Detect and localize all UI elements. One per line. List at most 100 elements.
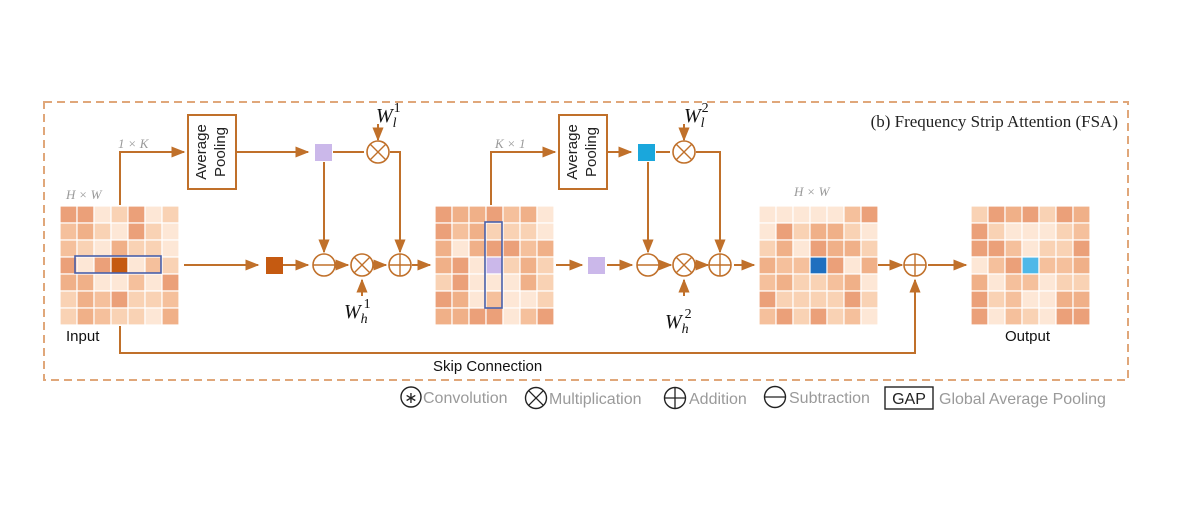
grid-cell [127, 290, 146, 309]
horizontal-strip-window [74, 255, 162, 274]
grid-cell [485, 307, 504, 326]
subtraction-icon [763, 385, 787, 409]
grid-cell [502, 256, 521, 275]
grid-cell [468, 273, 487, 292]
grid-cell [1072, 290, 1091, 309]
grid-cell [809, 273, 828, 292]
addition-op-1 [388, 253, 412, 277]
legend-subtraction: Subtraction [789, 390, 870, 407]
fsa-title: (b) Frequency Strip Attention (FSA) [871, 112, 1118, 131]
stage-1-flow [119, 124, 432, 296]
grid-cell [485, 205, 504, 224]
grid-cell [1072, 273, 1091, 292]
center-value-1 [266, 257, 283, 274]
grid-cell [1072, 307, 1091, 326]
grid-cell [76, 205, 95, 224]
grid-cell [502, 290, 521, 309]
grid-cell [93, 307, 112, 326]
grid-cell [843, 222, 862, 241]
grid-cell [758, 307, 777, 326]
grid-cell [144, 239, 163, 258]
grid-cell [758, 290, 777, 309]
grid-cell [519, 222, 538, 241]
weight-wl1: Wl1 [376, 101, 401, 131]
grid-cell [1038, 290, 1057, 309]
fsa-frame [43, 101, 1129, 381]
grid-cell [1021, 256, 1040, 275]
grid-cell [1055, 307, 1074, 326]
grid-cell [792, 239, 811, 258]
grid-cell [519, 290, 538, 309]
grid-cell [758, 273, 777, 292]
grid-cell [144, 273, 163, 292]
grid-cell [1055, 222, 1074, 241]
grid-cell [758, 256, 777, 275]
grid-cell [1004, 256, 1023, 275]
grid-cell [860, 222, 879, 241]
grid-cell [1072, 256, 1091, 275]
grid-cell [519, 256, 538, 275]
grid-cell [502, 205, 521, 224]
grid-cell [860, 256, 879, 275]
grid-cell [775, 256, 794, 275]
grid-cell [1004, 222, 1023, 241]
grid-cell [758, 239, 777, 258]
subtraction-op-1 [312, 253, 336, 277]
grid-cell [970, 307, 989, 326]
grid-cell [536, 239, 555, 258]
attention-dimension-label: H × W [793, 184, 831, 199]
grid-cell [451, 256, 470, 275]
grid-cell [468, 290, 487, 309]
gap-icon: GAP [884, 386, 934, 410]
svg-text:Average: Average [564, 124, 581, 180]
grid-cell [110, 290, 129, 309]
grid-cell [860, 273, 879, 292]
grid-cell [161, 273, 180, 292]
grid-cell [775, 273, 794, 292]
multiplication-op-2 [350, 253, 374, 277]
grid-cell [110, 273, 129, 292]
average-pooling-box-1: Average Pooling [187, 114, 237, 190]
grid-cell [792, 256, 811, 275]
grid-cell [987, 239, 1006, 258]
grid-cell [775, 205, 794, 224]
grid-cell [161, 290, 180, 309]
strip-size-label-1: 1 × K [118, 136, 150, 151]
grid-cell [1004, 205, 1023, 224]
legend-multiplication: Multiplication [549, 391, 641, 408]
grid-cell [970, 205, 989, 224]
grid-cell [502, 273, 521, 292]
grid-cell [809, 307, 828, 326]
grid-cell [59, 273, 78, 292]
grid-cell [468, 239, 487, 258]
svg-text:Pooling: Pooling [583, 127, 600, 177]
center-value-2 [588, 257, 605, 274]
legend-global-average-pooling: Global Average Pooling [939, 391, 1106, 408]
grid-cell [434, 222, 453, 241]
vertical-strip-window [484, 221, 503, 309]
addition-icon [663, 386, 687, 410]
grid-cell [1038, 256, 1057, 275]
grid-cell [536, 256, 555, 275]
grid-cell [809, 205, 828, 224]
output-feature-grid [970, 205, 1091, 326]
grid-cell [536, 307, 555, 326]
grid-cell [1055, 273, 1074, 292]
grid-cell [93, 256, 112, 275]
grid-cell [485, 290, 504, 309]
grid-cell [1055, 256, 1074, 275]
grid-cell [1038, 205, 1057, 224]
grid-cell [1072, 205, 1091, 224]
grid-cell [93, 273, 112, 292]
output-label: Output [1005, 328, 1051, 345]
input-label: Input [66, 328, 100, 345]
grid-cell [59, 290, 78, 309]
grid-cell [775, 290, 794, 309]
svg-text:Average: Average [193, 124, 210, 180]
grid-cell [826, 307, 845, 326]
grid-cell [1055, 205, 1074, 224]
grid-cell [860, 239, 879, 258]
grid-cell [970, 256, 989, 275]
grid-cell [76, 222, 95, 241]
